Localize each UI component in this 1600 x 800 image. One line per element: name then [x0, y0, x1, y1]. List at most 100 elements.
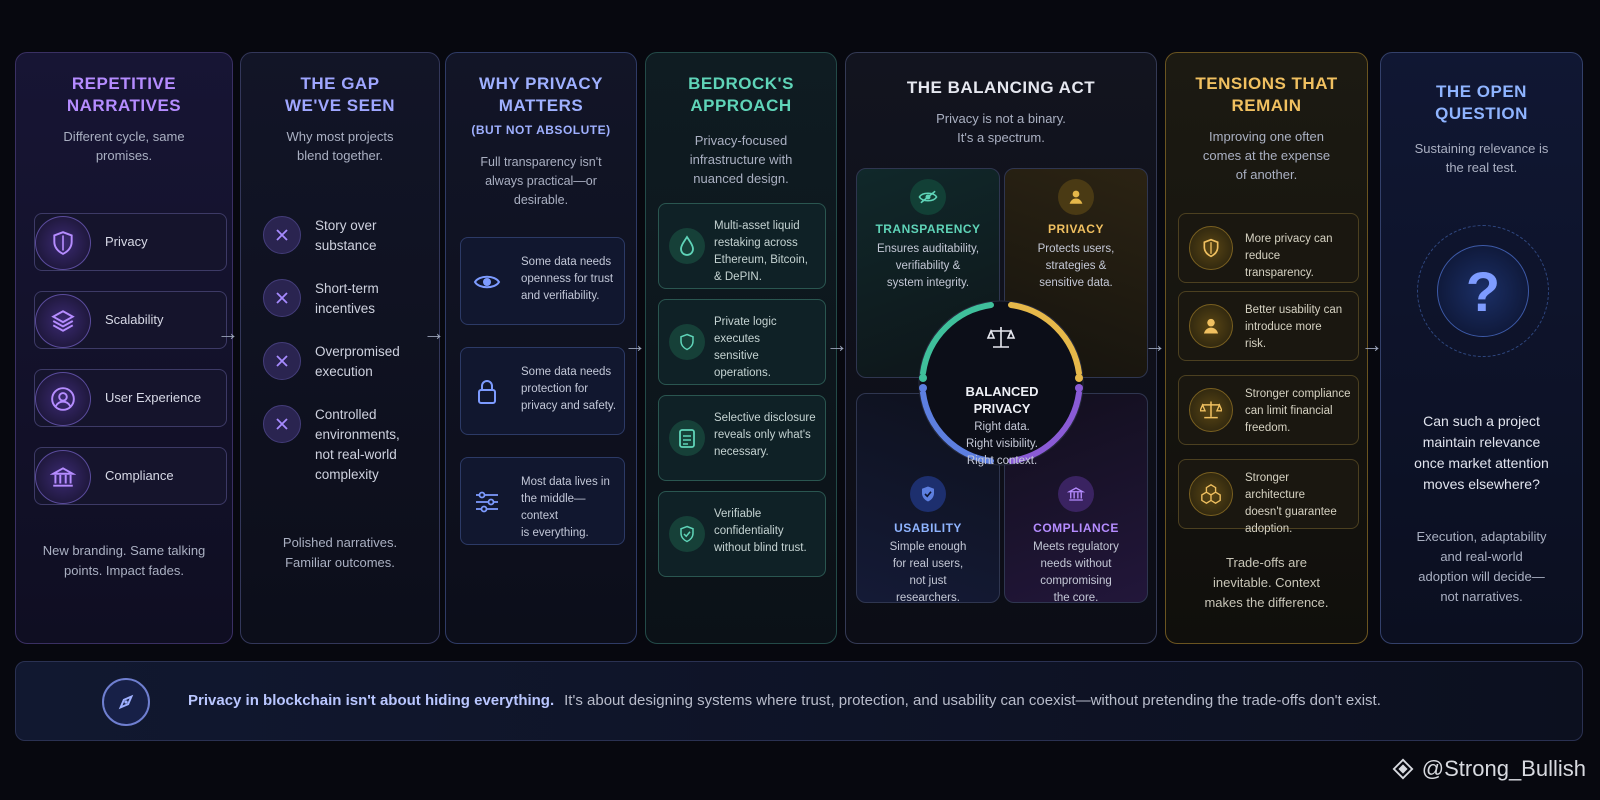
gap-text-line: not real-world — [315, 447, 397, 462]
card-line: More privacy can — [1245, 233, 1333, 245]
arrow-right-icon: → — [826, 332, 848, 357]
desc-line: verifiability & — [895, 260, 961, 272]
center-line: Right context. — [966, 455, 1038, 467]
question-line: once market attention — [1414, 455, 1549, 471]
panel-title: BEDROCK'S APPROACH — [646, 73, 836, 117]
bedrock-card-text: Multi-asset liquid restaking across Ethe… — [714, 218, 819, 286]
footer-line: makes the difference. — [1204, 595, 1329, 610]
quadrant-privacy: PRIVACY Protects users, strategies & sen… — [1004, 168, 1148, 378]
shield-icon — [1189, 226, 1233, 270]
question-line: moves elsewhere? — [1423, 476, 1540, 492]
panel-title: REPETITIVE NARRATIVES — [16, 73, 232, 117]
subtitle-line: Sustaining relevance is — [1414, 141, 1549, 156]
gap-text-line: Overpromised — [315, 344, 400, 359]
balance-center-text: BALANCED PRIVACY Right data. Right visib… — [942, 383, 1062, 470]
bank-icon — [1058, 476, 1094, 512]
gap-item: Controlled environments, not real-world … — [263, 405, 431, 485]
card-line: is everything. — [521, 527, 589, 539]
subtitle-line: Privacy-focused — [694, 133, 788, 148]
panel-open-question: THE OPEN QUESTION Sustaining relevance i… — [1380, 52, 1583, 644]
shield-check-icon — [910, 476, 946, 512]
arrow-right-icon: → — [217, 320, 239, 345]
open-question-text: Can such a project maintain relevance on… — [1389, 411, 1574, 495]
footer-line: Polished narratives. — [282, 535, 398, 550]
panel-footer: New branding. Same talking points. Impac… — [26, 541, 222, 581]
title-line: WHY PRIVACY — [479, 74, 603, 93]
title-line: APPROACH — [690, 96, 792, 115]
balance-ring — [918, 300, 1084, 466]
desc-line: Meets regulatory — [1033, 541, 1119, 553]
quadrant-desc: Simple enough for real users, not just r… — [861, 539, 995, 607]
subtitle-line: of another. — [1235, 167, 1298, 182]
bedrock-card: Selective disclosure reveals only what's… — [658, 395, 826, 481]
panel-repetitive-narratives: REPETITIVE NARRATIVES Different cycle, s… — [15, 52, 233, 644]
title-line: THE GAP — [300, 74, 380, 93]
quadrant-title: USABILITY — [894, 521, 962, 535]
gap-item-text: Overpromised execution — [315, 342, 431, 382]
panel-footer: Execution, adaptability and real-world a… — [1391, 527, 1572, 607]
quadrant-title: TRANSPARENCY — [875, 222, 981, 236]
card-line: Ethereum, Bitcoin, — [714, 254, 808, 266]
subtitle-line: comes at the expense — [1202, 148, 1331, 163]
card-line: and verifiability. — [521, 290, 600, 302]
card-line: Most data lives in — [521, 476, 610, 488]
gap-item: Story over substance — [263, 216, 431, 256]
footer-line: and real-world — [1440, 549, 1523, 564]
footer-line: New branding. Same talking — [42, 543, 206, 558]
why-card: Some data needs openness for trust and v… — [460, 237, 625, 325]
why-card-text: Some data needs protection for privacy a… — [521, 364, 618, 415]
bank-icon — [35, 450, 91, 504]
tension-card-text: Stronger architecture doesn't guarantee … — [1245, 470, 1352, 538]
tension-card-text: Stronger compliance can limit financial … — [1245, 386, 1352, 437]
narrative-item-user-experience: User Experience — [34, 369, 227, 427]
quadrant-desc: Protects users, strategies & sensitive d… — [1009, 241, 1143, 292]
question-line: Can such a project — [1423, 413, 1540, 429]
shield-check-icon — [669, 516, 705, 552]
card-line: the middle—context — [521, 493, 586, 522]
narrative-item-compliance: Compliance — [34, 447, 227, 505]
layers-icon — [35, 294, 91, 348]
panel-why-privacy-matters: WHY PRIVACY MATTERS (BUT NOT ABSOLUTE) F… — [445, 52, 637, 644]
subtitle-line: Improving one often — [1209, 129, 1324, 144]
lock-icon — [473, 378, 501, 406]
footer-line: points. Impact fades. — [64, 563, 184, 578]
desc-line: for real users, — [892, 558, 964, 570]
desc-line: strategies & — [1045, 260, 1107, 272]
subtitle-line: It's a spectrum. — [957, 130, 1045, 145]
subtitle-line: Why most projects — [286, 129, 394, 144]
gap-text-line: complexity — [315, 467, 379, 482]
card-line: privacy and safety. — [521, 400, 617, 412]
bedrock-card-text: Private logic executes sensitive operati… — [714, 314, 819, 382]
bedrock-card-text: Selective disclosure reveals only what's… — [714, 410, 819, 461]
quadrant-title: PRIVACY — [1048, 222, 1104, 236]
panel-subtitle: Why most projects blend together. — [241, 127, 439, 165]
compass-icon — [102, 678, 150, 726]
subtitle-line: blend together. — [296, 148, 384, 163]
tension-card: Stronger compliance can limit financial … — [1178, 375, 1359, 445]
x-icon — [263, 405, 301, 443]
panel-title: THE GAP WE'VE SEEN — [241, 73, 439, 117]
footer-line: inevitable. Context — [1213, 575, 1320, 590]
desc-line: Simple enough — [889, 541, 967, 553]
watermark: @Strong_Bullish — [1392, 756, 1586, 782]
x-icon — [263, 342, 301, 380]
cubes-icon — [1189, 472, 1233, 516]
subtitle-line: nuanced design. — [693, 171, 789, 186]
desc-line: the core. — [1053, 592, 1099, 604]
why-card-text: Most data lives in the middle—context is… — [521, 474, 618, 542]
scale-icon — [986, 327, 1016, 348]
card-line: Some data needs — [521, 256, 612, 268]
center-title-line: BALANCED — [965, 384, 1039, 399]
arrow-right-icon: → — [423, 320, 445, 345]
user-icon — [1058, 179, 1094, 215]
tension-card: More privacy can reduce transparency. — [1178, 213, 1359, 283]
desc-line: Protects users, — [1037, 243, 1115, 255]
panel-balancing-act: THE BALANCING ACT Privacy is not a binar… — [845, 52, 1157, 644]
panel-footer: Polished narratives. Familiar outcomes. — [251, 533, 429, 573]
card-line: introduce more — [1245, 321, 1322, 333]
title-line: MATTERS — [498, 96, 584, 115]
desc-line: sensitive data. — [1039, 277, 1113, 289]
subtitle-line: Privacy is not a binary. — [936, 111, 1066, 126]
scale-icon — [1189, 388, 1233, 432]
card-line: risk. — [1245, 338, 1267, 350]
